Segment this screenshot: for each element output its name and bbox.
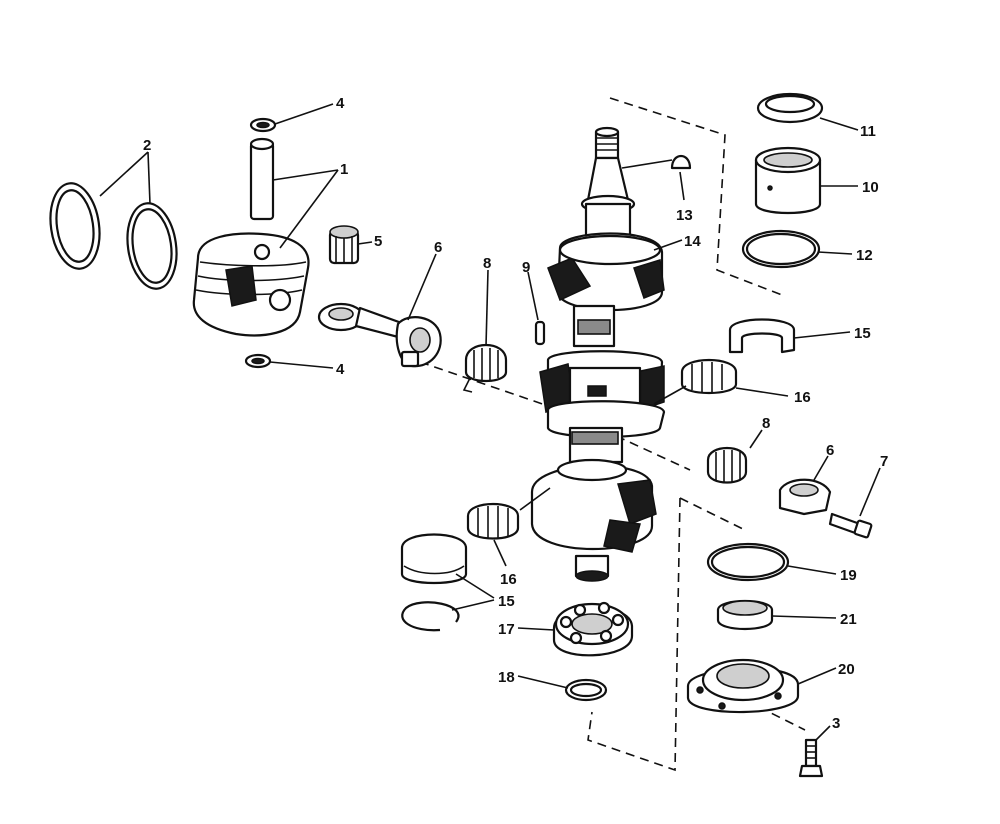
callout-1: 1: [340, 161, 348, 178]
piston-rings: [49, 182, 178, 290]
center-bearing-cage-left: [466, 502, 520, 540]
o-ring-lower: [706, 542, 790, 582]
callout-4-top: 4: [336, 95, 345, 112]
wrist-pin-bearing: [328, 225, 360, 265]
lower-bearing-housing: [686, 658, 800, 714]
woodruff-key: [670, 154, 692, 170]
callout-12: 12: [856, 247, 873, 264]
callout-6-cap: 6: [826, 442, 834, 459]
callout-6-rod: 6: [434, 239, 442, 256]
callout-15-upper: 15: [854, 325, 871, 342]
callout-5: 5: [374, 233, 382, 250]
callout-8-left: 8: [483, 255, 491, 272]
bearing-race-upper: [728, 318, 796, 354]
callout-13: 13: [676, 207, 693, 224]
rod-bearing-cage-upper: [462, 344, 508, 393]
rod-bearing-cage-lower: [706, 447, 748, 484]
retaining-ring-lower: [401, 601, 460, 632]
callout-21: 21: [840, 611, 857, 628]
retaining-ring-bearing: [564, 678, 608, 702]
dowel-pin: [534, 320, 546, 346]
ball-bearing: [552, 601, 634, 657]
callout-2: 2: [143, 137, 151, 154]
housing-bolt: [798, 738, 824, 778]
crankshaft: [530, 126, 666, 582]
callout-8-right: 8: [762, 415, 770, 432]
callout-10: 10: [862, 179, 879, 196]
callout-labels: 1 2 3 4 4 5 6 6 7 8 8 9 10 11 12 13 14 1…: [143, 95, 888, 732]
lower-seal: [716, 600, 774, 630]
upper-main-bearing: [754, 146, 822, 215]
callout-15-lower: 15: [498, 593, 515, 610]
callout-20: 20: [838, 661, 855, 678]
rod-cap-screw: [828, 512, 873, 539]
callout-14: 14: [684, 233, 701, 250]
callout-9: 9: [522, 259, 530, 276]
callout-16-left: 16: [500, 571, 517, 588]
callout-leader-lines: [99, 103, 881, 741]
callout-16-right: 16: [794, 389, 811, 406]
rod-cap: [778, 478, 832, 516]
center-bearing-cage-right: [680, 358, 738, 394]
callout-17: 17: [498, 621, 515, 638]
assembly-dashed-lines: [419, 97, 806, 772]
pin-retainers: [244, 117, 277, 369]
bearing-race-lower: [400, 533, 468, 585]
piston-assembly: [192, 137, 310, 337]
callout-19: 19: [840, 567, 857, 584]
callout-3: 3: [832, 715, 840, 732]
upper-seal: [756, 92, 824, 124]
callout-7: 7: [880, 453, 888, 470]
callout-4-bottom: 4: [336, 361, 345, 378]
callout-11: 11: [860, 123, 876, 140]
callout-18: 18: [498, 669, 515, 686]
o-ring-upper: [741, 229, 821, 269]
connecting-rod: [317, 302, 442, 368]
